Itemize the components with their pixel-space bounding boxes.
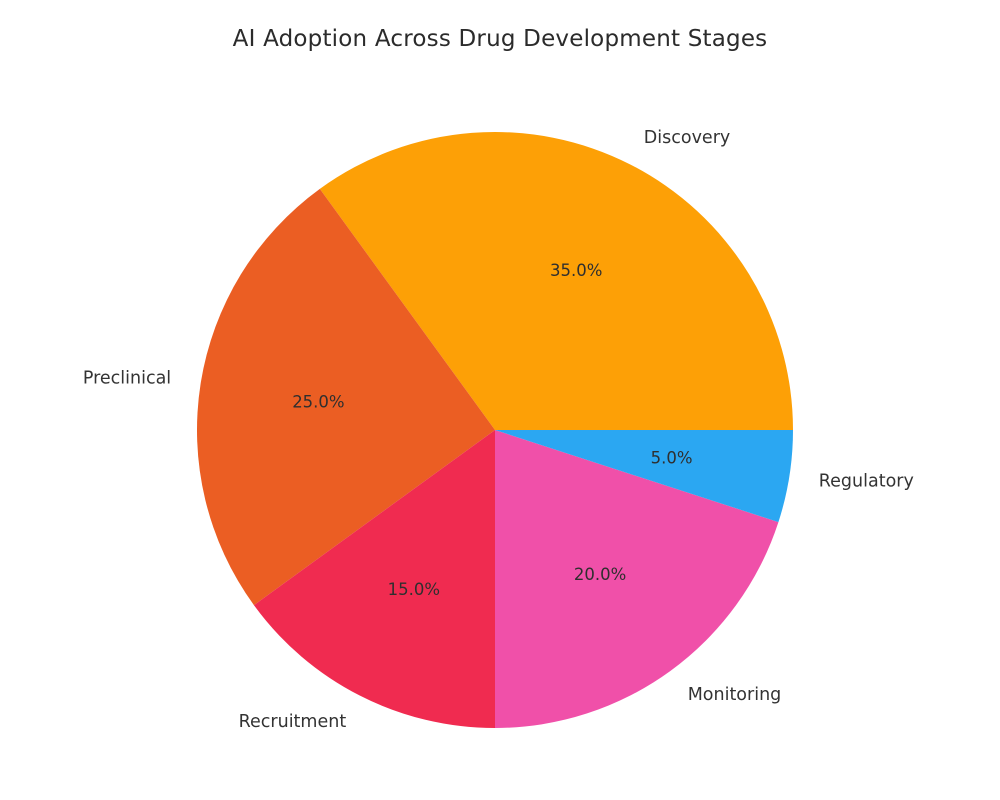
pie-pct-monitoring: 20.0%	[574, 565, 626, 584]
pie-pct-regulatory: 5.0%	[651, 449, 693, 468]
pie-slice-monitoring	[495, 430, 779, 728]
pie-pct-preclinical: 25.0%	[292, 393, 344, 412]
pie-label-preclinical: Preclinical	[83, 369, 171, 389]
pie-label-monitoring: Monitoring	[688, 685, 782, 705]
pie-pct-recruitment: 15.0%	[388, 580, 440, 599]
pie-label-regulatory: Regulatory	[819, 471, 914, 491]
pie-label-recruitment: Recruitment	[239, 712, 347, 732]
pie-slice-discovery	[319, 131, 793, 430]
pie-label-discovery: Discovery	[644, 128, 730, 148]
pie-slice-recruitment	[253, 430, 495, 728]
pie-slice-regulatory	[495, 430, 793, 523]
pie-slice-preclinical	[196, 188, 495, 606]
pie-pct-discovery: 35.0%	[550, 261, 602, 280]
chart-title: AI Adoption Across Drug Development Stag…	[232, 26, 768, 52]
